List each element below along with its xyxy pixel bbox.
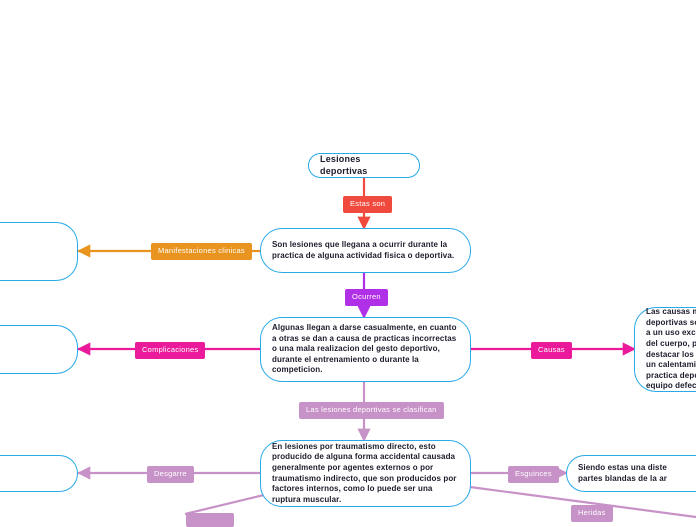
edge-clasificacion-lower-left [184, 492, 269, 516]
node-esguinces-detalle[interactable]: Siendo estas una diste partes blandas de… [566, 455, 696, 492]
connector-label-se-clasifican-text: Las lesiones deportivas se clasifican [306, 405, 437, 414]
connector-label-estas-son[interactable]: Estas son [343, 196, 393, 213]
node-desgarre-detalle[interactable]: e un tendon, ulo o tendon se. [0, 455, 78, 492]
node-esguinces-detalle-label: Siendo estas una diste partes blandas de… [578, 462, 668, 483]
connector-label-manifestaciones-clinicas-text: Manifestaciones clinicas [158, 246, 245, 255]
node-causas-detalle-label: Las causas m deportivas so a un uso exce… [646, 307, 696, 391]
node-ocurrencia-label: Algunas llegan a darse casualmente, en c… [272, 323, 457, 375]
node-definicion[interactable]: Son lesiones que llegana a ocurrir duran… [260, 228, 471, 273]
node-ocurrencia[interactable]: Algunas llegan a darse casualmente, en c… [260, 317, 471, 382]
connector-label-se-clasifican[interactable]: Las lesiones deportivas se clasifican [299, 402, 444, 419]
node-definicion-label: Son lesiones que llegana a ocurrir duran… [272, 239, 455, 260]
connector-label-complicaciones-text: Complicaciones [142, 345, 199, 354]
connector-label-ocurren-text: Ocurren [352, 292, 381, 301]
connector-label-complicaciones[interactable]: Complicaciones [135, 342, 206, 359]
connector-label-causas[interactable]: Causas [531, 342, 572, 359]
node-root-lesiones-deportivas[interactable]: Lesiones deportivas [308, 153, 420, 178]
node-clasificacion[interactable]: En lesiones por traumatismo directo, est… [260, 440, 471, 507]
node-complicaciones-detalle[interactable]: a las on dolorosa e sculares. [0, 325, 78, 374]
node-causas-detalle[interactable]: Las causas m deportivas so a un uso exce… [634, 307, 696, 392]
connector-label-esguinces[interactable]: Esguinces [508, 466, 559, 483]
node-root-label: Lesiones deportivas [320, 153, 368, 176]
connector-label-desgarre-text: Desgarre [154, 469, 187, 478]
connector-label-heridas-text: Heridas [578, 508, 606, 517]
connector-label-heridas[interactable]: Heridas [571, 505, 613, 522]
connector-label-lower-left-partial[interactable] [186, 513, 234, 527]
connector-label-manifestaciones-clinicas[interactable]: Manifestaciones clinicas [151, 243, 252, 260]
connector-label-causas-text: Causas [538, 345, 565, 354]
node-clasificacion-label: En lesiones por traumatismo directo, est… [272, 441, 457, 504]
connector-label-esguinces-text: Esguinces [515, 469, 552, 478]
connector-label-desgarre[interactable]: Desgarre [147, 466, 194, 483]
connector-label-ocurren[interactable]: Ocurren [345, 289, 388, 306]
connector-label-estas-son-text: Estas son [350, 199, 386, 208]
